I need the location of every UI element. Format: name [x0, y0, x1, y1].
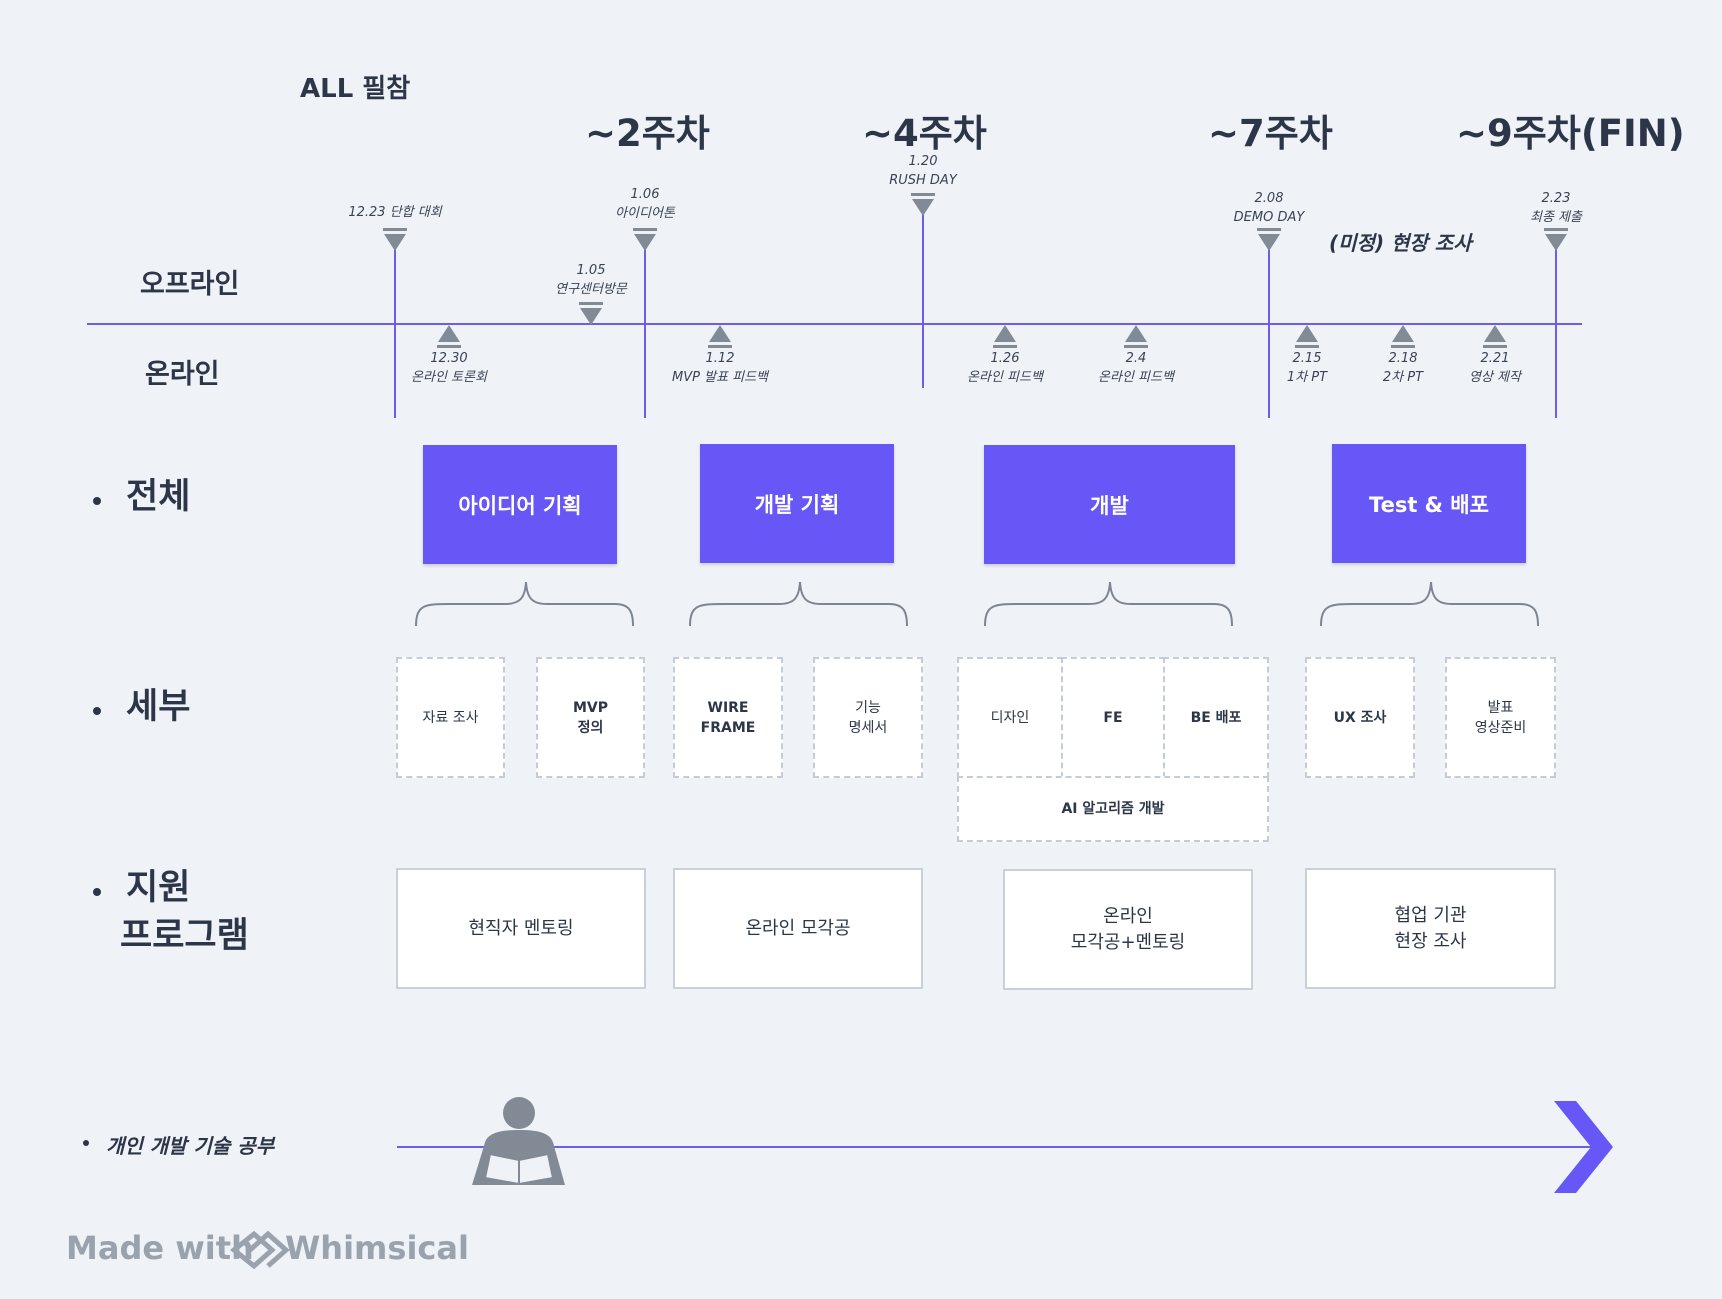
support-online-study-mentoring[interactable]: 온라인 모각공+멘토링: [1003, 869, 1253, 990]
made-with-label: Made with: [66, 1229, 254, 1267]
marker-cap: [633, 228, 657, 231]
brace: [415, 581, 634, 627]
detail-feature-spec[interactable]: 기능 명세서: [813, 657, 923, 778]
up-marker: [994, 325, 1016, 342]
detail-research[interactable]: 자료 조사: [396, 657, 505, 778]
detail-presentation-video[interactable]: 발표 영상준비: [1445, 657, 1556, 778]
week-2-label: ~2주차: [585, 112, 710, 155]
support-online-study[interactable]: 온라인 모각공: [673, 868, 923, 989]
brace: [984, 581, 1233, 627]
marker-cap: [1257, 228, 1281, 231]
phase-braces: [415, 581, 1539, 627]
marker-cap: [1544, 228, 1568, 231]
week-9-label: ~9주차(FIN): [1456, 112, 1685, 155]
week-4-label: ~4주차: [862, 112, 987, 155]
down-marker: [912, 199, 934, 216]
detail-frontend[interactable]: FE: [1061, 657, 1165, 778]
phase-dev-planning[interactable]: 개발 기획: [700, 444, 894, 563]
personal-study-label: 개인 개발 기술 공부: [106, 1134, 275, 1158]
up-marker: [1484, 325, 1506, 342]
marker-cap: [1483, 345, 1507, 348]
phase-test-deploy[interactable]: Test & 배포: [1332, 444, 1526, 563]
support-site-survey[interactable]: 협업 기관 현장 조사: [1305, 868, 1556, 989]
marker-cap: [911, 193, 935, 196]
marker-cap: [383, 228, 407, 231]
detail-design[interactable]: 디자인: [957, 657, 1063, 778]
marker-cap: [993, 345, 1017, 348]
bullet: [93, 707, 101, 715]
section-detail-label: 세부: [126, 687, 191, 727]
brace: [689, 581, 908, 627]
detail-wireframe[interactable]: WIRE FRAME: [673, 657, 783, 778]
whimsical-logo-icon: [229, 1230, 290, 1270]
up-marker: [1125, 325, 1147, 342]
down-marker: [1545, 234, 1567, 251]
marker-cap: [1124, 345, 1148, 348]
bullet: [93, 497, 101, 505]
down-marker: [1258, 234, 1280, 251]
marker-cap: [708, 345, 732, 348]
brace: [1320, 581, 1539, 627]
down-marker: [384, 234, 406, 251]
up-marker: [1296, 325, 1318, 342]
section-overall-label: 전체: [126, 477, 191, 517]
offline-event: 12.23 단합 대회: [348, 205, 442, 220]
section-support-label-1: 지원: [126, 868, 191, 908]
down-marker: [634, 234, 656, 251]
marker-cap: [579, 302, 603, 305]
marker-cap: [1391, 345, 1415, 348]
phase-idea-planning[interactable]: 아이디어 기획: [423, 445, 617, 564]
detail-ai-algorithm[interactable]: AI 알고리즘 개발: [957, 776, 1269, 842]
detail-backend-deploy[interactable]: BE 배포: [1163, 657, 1269, 778]
bullet: [83, 1140, 89, 1146]
phase-development[interactable]: 개발: [984, 445, 1235, 564]
reading-person-icon: [472, 1097, 565, 1186]
offline-markers: [383, 193, 1568, 325]
week-7-label: ~7주차: [1208, 112, 1333, 155]
up-marker: [709, 325, 731, 342]
tentative-site-survey: (미정) 현장 조사: [1329, 231, 1472, 255]
detail-mvp-definition[interactable]: MVP 정의: [536, 657, 645, 778]
up-marker: [1392, 325, 1414, 342]
marker-cap: [437, 345, 461, 348]
detail-ux-research[interactable]: UX 조사: [1305, 657, 1415, 778]
online-markers: [437, 325, 1507, 348]
up-marker: [438, 325, 460, 342]
down-marker: [580, 308, 602, 325]
support-mentoring[interactable]: 현직자 멘토링: [396, 868, 646, 989]
whimsical-brand[interactable]: Whimsical: [285, 1229, 469, 1267]
marker-cap: [1295, 345, 1319, 348]
offline-row-label: 오프라인: [140, 269, 240, 300]
all-attend-label: ALL 필참: [300, 74, 411, 104]
arrow-right-icon: [1554, 1101, 1613, 1193]
online-row-label: 온라인: [145, 359, 220, 390]
bullet: [93, 888, 101, 896]
section-support-label-2: 프로그램: [120, 916, 249, 956]
